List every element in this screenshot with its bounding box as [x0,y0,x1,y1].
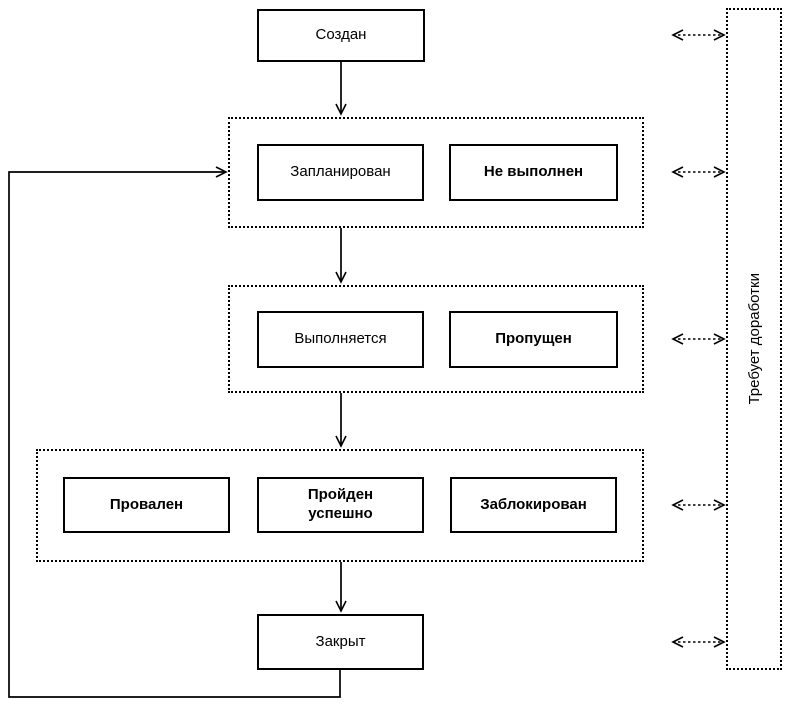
node-blocked-label: Заблокирован [480,495,587,513]
node-passed-label: Пройден успешно [307,486,374,522]
node-failed: Провален [63,477,230,533]
node-closed-label: Закрыт [315,632,366,650]
node-skipped-label: Пропущен [495,330,572,348]
side-panel-needs-rework: Требует доработки [726,8,782,670]
node-in-progress: Выполняется [257,311,424,368]
node-planned-label: Запланирован [290,163,391,181]
node-in-progress-label: Выполняется [294,330,387,348]
group-execution-states: Выполняется Пропущен [228,285,644,393]
node-skipped: Пропущен [449,311,618,368]
node-not-performed-label: Не выполнен [483,163,584,181]
node-created: Создан [257,9,425,62]
side-panel-label: Требует доработки [745,273,763,405]
node-closed: Закрыт [257,614,424,670]
group-planned-states: Запланирован Не выполнен [228,117,644,228]
node-not-performed: Не выполнен [449,144,618,201]
node-failed-label: Провален [109,495,184,513]
group-result-states: Провален Пройден успешно Заблокирован [36,449,644,562]
node-planned: Запланирован [257,144,424,201]
feedback-arrow-closed-to-planned-group [8,166,341,698]
node-passed: Пройден успешно [257,477,424,533]
node-created-label: Создан [315,26,367,44]
node-blocked: Заблокирован [450,477,617,533]
